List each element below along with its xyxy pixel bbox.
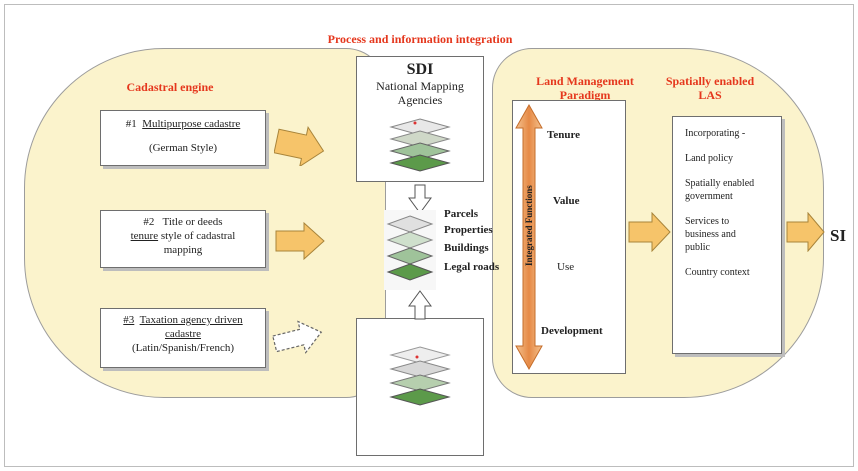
title-deeds-box: #2 Title or deeds tenure style of cadast… [100, 210, 266, 268]
box3-line3: (Latin/Spanish/French) [131, 342, 235, 354]
las-item: Spatially enabled government [685, 178, 755, 202]
arrow-box3-dashed [272, 320, 323, 354]
arrow-lm-to-las [628, 212, 671, 252]
las-item: Incorporating - [685, 128, 746, 139]
layer-label-legal-roads: Legal roads [444, 261, 500, 273]
process-integration-title: Process and information integration [327, 32, 513, 46]
las-title: Spatially enabled LAS [650, 74, 770, 102]
box2-tenure: tenure [130, 230, 159, 242]
box2-line2-rest: style of cadastral [158, 230, 236, 242]
integrated-functions-label: Integrated Functions [524, 185, 534, 266]
lm-item-use: Use [557, 261, 575, 273]
sdi-line1: National Mapping [376, 79, 464, 93]
box3-line2: cadastre [164, 328, 202, 340]
las-title-line2: LAS [698, 88, 722, 102]
box2-line2: tenure style of cadastral [101, 229, 265, 243]
multipurpose-cadastre-box: #1 Multipurpose cadastre (German Style) [100, 110, 266, 166]
box2-title: Title or deeds [162, 216, 223, 228]
sdi-layers-image [389, 118, 451, 172]
las-title-line1: Spatially enabled [665, 74, 755, 88]
box1-title: Multipurpose cadastre [142, 118, 241, 130]
box3-line1: #3 Taxation agency driven [101, 309, 265, 327]
arrow-box1 [274, 126, 325, 166]
diagram-frame [4, 4, 854, 467]
integrated-functions-arrow [515, 104, 543, 370]
layer-label-parcels: Parcels [444, 208, 479, 220]
box1-line1: #1 Multipurpose cadastre [101, 111, 265, 131]
si-label: SI [830, 226, 847, 245]
las-item: Country context [685, 267, 750, 278]
box1-subtitle: (German Style) [148, 142, 218, 154]
lm-item-value: Value [553, 195, 580, 207]
box2-line3: mapping [163, 244, 203, 256]
lm-item-development: Development [541, 325, 603, 337]
las-list: Incorporating - Land policy Spatially en… [673, 117, 781, 279]
box2-line1: #2 Title or deeds [101, 211, 265, 229]
layer-label-properties: Properties [444, 224, 493, 236]
box2-number: #2 [143, 216, 155, 228]
land-management-title-line2: Paradigm [559, 88, 611, 102]
arrow-box2 [275, 222, 325, 260]
las-item: Services to business and public [685, 216, 736, 253]
bottom-layers-image [389, 346, 451, 406]
land-management-title: Land Management Paradigm [530, 74, 640, 102]
land-management-box: Integrated Functions Tenure Value Use De… [512, 100, 626, 374]
taxation-cadastre-box: #3 Taxation agency driven cadastre (Lati… [100, 308, 266, 368]
arrow-up-from-bottom [408, 290, 432, 320]
arrow-down-from-sdi [408, 184, 432, 214]
box1-number: #1 [125, 118, 137, 130]
center-layers-image [384, 210, 436, 290]
box3-title: Taxation agency driven [139, 314, 243, 326]
las-box: Incorporating - Land policy Spatially en… [672, 116, 782, 354]
arrow-las-to-si [786, 212, 825, 252]
box3-number: #3 [123, 314, 135, 326]
layer-label-buildings: Buildings [444, 242, 489, 254]
bottom-layers-box [356, 318, 484, 456]
sdi-box: SDI National Mapping Agencies [356, 56, 484, 182]
sdi-line2: Agencies [397, 93, 443, 107]
cadastral-engine-title: Cadastral engine [126, 80, 214, 94]
sdi-title: SDI [406, 61, 434, 78]
land-management-title-line1: Land Management [536, 74, 634, 88]
lm-item-tenure: Tenure [547, 129, 581, 141]
las-item: Land policy [685, 153, 734, 164]
